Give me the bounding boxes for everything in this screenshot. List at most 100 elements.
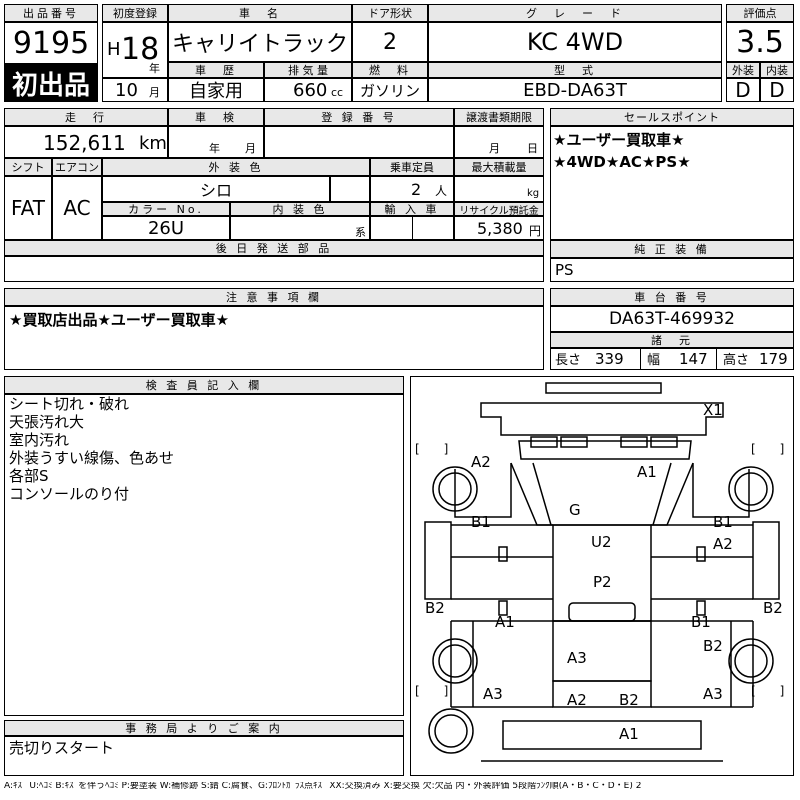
score-text: 3.5 <box>736 24 784 60</box>
int-color-box: 系 <box>230 216 370 240</box>
recycle: 5,380 <box>477 219 523 238</box>
mileage: 152,611 <box>43 131 126 155</box>
reg-year-box: H 18 年 <box>102 22 168 78</box>
sales-line-1: ★ユーザー買取車★ <box>553 131 685 149</box>
sales-box: ★ユーザー買取車★ ★4WD★AC★PS★ <box>550 126 794 240</box>
grade: KC 4WD <box>428 22 722 62</box>
first-listing-text: 初出品 <box>11 70 90 101</box>
transfer-label: 譲渡書類期限 <box>454 108 544 126</box>
mark-u2: U2 <box>591 533 612 551</box>
doors-text: 2 <box>383 29 397 55</box>
mark-b1-left: B1 <box>471 513 491 531</box>
displacement-label: 排 気 量 <box>264 62 352 78</box>
reg-year: 18 <box>121 32 160 67</box>
capacity-label: 乗車定員 <box>370 158 454 176</box>
height: 179 <box>759 350 788 368</box>
lot-number-text: 9195 <box>12 25 90 61</box>
shift: FAT <box>4 176 52 240</box>
mark-g: G <box>569 501 581 519</box>
bracket-left-top: [ ] <box>415 442 449 456</box>
ext-grade-label: 外装 <box>726 62 760 78</box>
recycle-unit: 円 <box>529 224 542 238</box>
genuine-box: PS <box>550 258 794 282</box>
int-color-label: 内 装 色 <box>230 202 370 216</box>
int-color-unit: 系 <box>355 226 366 239</box>
grade-text: KC 4WD <box>526 28 624 56</box>
specs-box: 長さ 339 幅 147 高さ 179 <box>550 348 794 370</box>
transfer-month-unit: 月 <box>489 142 500 155</box>
recycle-box: 5,380 円 <box>454 216 544 240</box>
ext-color: シロ <box>102 176 330 202</box>
capacity: 2 <box>411 180 422 199</box>
model-text: EBD-DA63T <box>523 79 627 101</box>
capacity-box: 2 人 <box>370 176 454 202</box>
history-label: 車 歴 <box>168 62 264 78</box>
bracket-right-bottom: [ ] <box>751 684 785 698</box>
mark-a3-bed: A3 <box>567 649 587 667</box>
load-unit: kg <box>527 188 540 199</box>
ext-grade-text: D <box>735 78 751 102</box>
later-parts-box <box>4 256 544 282</box>
mileage-label: 走 行 <box>4 108 168 126</box>
sales-label: セールスポイント <box>550 108 794 126</box>
load-box: kg <box>454 176 544 202</box>
history: 自家用 <box>168 78 264 102</box>
displacement: 660 <box>293 80 328 101</box>
inspector-line-6: コンソールのり付 <box>9 485 130 503</box>
mark-b1-right-mid: B1 <box>691 613 711 631</box>
truck-outline <box>424 382 780 762</box>
color-no-text: 26U <box>147 217 185 239</box>
bracket-right-top: [ ] <box>751 442 785 456</box>
model-label: 型 式 <box>428 62 722 78</box>
reg-month-box: 10 月 <box>102 78 168 102</box>
score-label: 評価点 <box>726 4 794 22</box>
regno-label: 登 録 番 号 <box>264 108 454 126</box>
damage-diagram: X1 A2 A1 B1 B1 A2 G U2 P2 B2 B2 A1 B1 B2… <box>410 376 794 776</box>
recycle-label: リサイクル預託金 <box>454 202 544 217</box>
bracket-left-bottom: [ ] <box>415 684 449 698</box>
import-label: 輸 入 車 <box>370 202 454 216</box>
car-name-text: キャリイトラック <box>171 32 348 57</box>
mark-b2-right: B2 <box>763 599 783 617</box>
load-label: 最大積載量 <box>454 158 544 176</box>
reg-label: 初度登録 <box>102 4 168 22</box>
doors: 2 <box>352 22 428 62</box>
inspection-label: 車 検 <box>168 108 264 126</box>
mark-b2-left: B2 <box>425 599 445 617</box>
fuel: ガソリン <box>352 78 428 102</box>
lot-label: 出品番号 <box>4 4 98 22</box>
fuel-text: ガソリン <box>359 81 420 100</box>
door-label: ドア形状 <box>352 4 428 22</box>
later-parts-label: 後 日 発 送 部 品 <box>4 240 544 256</box>
mark-p2: P2 <box>593 573 612 591</box>
mark-a1-hood: A1 <box>637 463 657 481</box>
length: 339 <box>595 350 624 368</box>
chassis-number: DA63T-469932 <box>550 306 794 332</box>
inspection-box: 年 月 <box>168 126 264 158</box>
mark-b2-rear-right: B2 <box>703 637 723 655</box>
score: 3.5 <box>726 22 794 62</box>
ac-text: AC <box>63 196 91 220</box>
mark-a1-left: A1 <box>495 613 515 631</box>
import-divider <box>412 216 413 240</box>
model: EBD-DA63T <box>428 78 722 102</box>
month-unit: 月 <box>149 86 160 99</box>
office-box: 売切りスタート <box>4 736 404 776</box>
ac-label: エアコン <box>52 158 102 176</box>
history-text: 自家用 <box>189 81 243 102</box>
inspector-line-5: 各部S <box>9 467 49 485</box>
shift-text: FAT <box>10 196 45 220</box>
mark-a3-right: A3 <box>703 685 723 703</box>
mark-a1-rear: A1 <box>619 725 639 743</box>
office-text: 売切りスタート <box>9 739 115 757</box>
notes-label: 注 意 事 項 欄 <box>4 288 544 306</box>
mark-x1: X1 <box>703 401 723 419</box>
width-label: 幅 <box>647 353 661 368</box>
office-label: 事 務 局 よ り ご 案 内 <box>4 720 404 736</box>
mileage-unit: km <box>139 133 167 154</box>
mark-b1-right: B1 <box>713 513 733 531</box>
displacement-box: 660 cc <box>264 78 352 102</box>
length-label: 長さ <box>555 353 582 368</box>
reg-month: 10 <box>115 80 138 101</box>
genuine-text: PS <box>555 261 574 279</box>
